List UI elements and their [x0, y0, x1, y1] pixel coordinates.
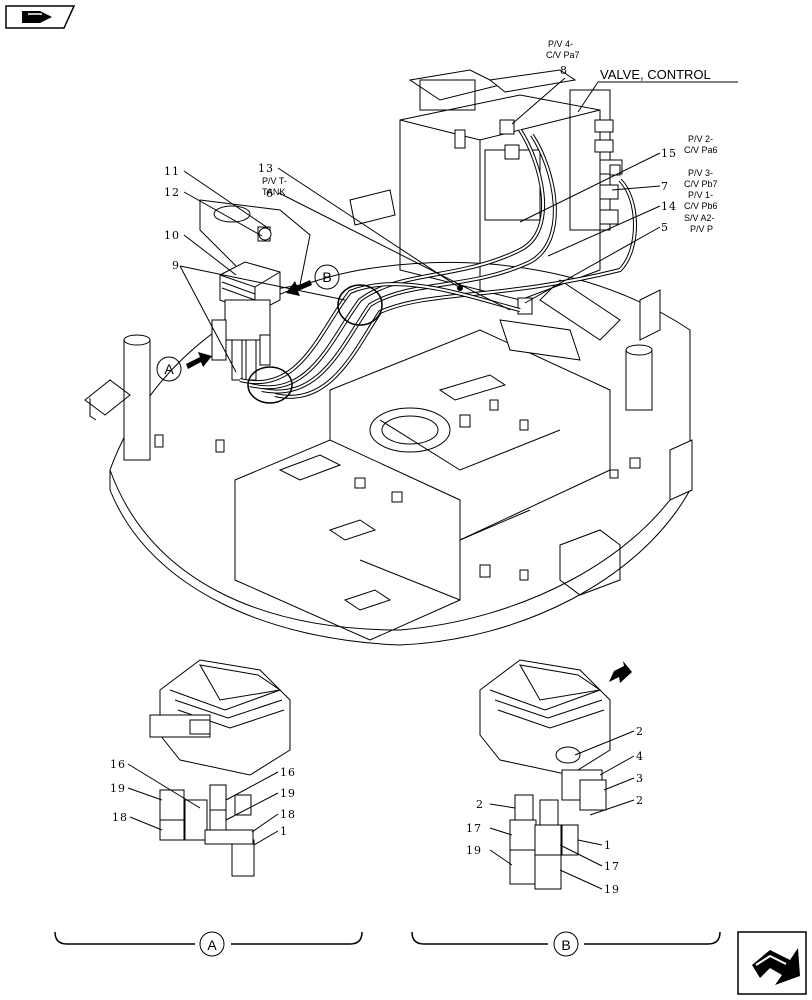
- view-direction-arrow-icon: [609, 661, 632, 683]
- port-label-pvt: P/V T- TANK: [262, 176, 287, 197]
- port-label-sva2: S/V A2- P/V P: [684, 213, 715, 234]
- svg-text:P/V 2-: P/V 2-: [688, 134, 713, 144]
- upper-frame-drawing: [84, 189, 693, 646]
- callout-12: 12: [164, 186, 180, 199]
- callouts-main: 8 15 7 14 5 13 6 11 12 10 9: [164, 64, 677, 373]
- callout-4-b: 4: [636, 750, 644, 763]
- svg-text:P/V T-: P/V T-: [262, 176, 287, 186]
- svg-text:B: B: [561, 937, 570, 953]
- port-label-pv4: P/V 4- C/V Pa7: [546, 39, 580, 60]
- callout-17-b-right: 17: [604, 860, 620, 873]
- svg-text:B: B: [322, 269, 331, 285]
- callout-10: 10: [164, 229, 180, 242]
- next-page-button[interactable]: [737, 931, 807, 995]
- detail-b-caption: B: [411, 931, 721, 957]
- callout-8: 8: [560, 64, 568, 77]
- svg-text:A: A: [164, 361, 174, 377]
- svg-text:C/V Pa6: C/V Pa6: [684, 145, 718, 155]
- callout-17-b-left: 17: [466, 822, 482, 835]
- svg-text:P/V 3-: P/V 3-: [688, 168, 713, 178]
- callout-1-b: 1: [604, 839, 612, 852]
- svg-text:S/V A2-: S/V A2-: [684, 213, 715, 223]
- svg-text:C/V Pb6: C/V Pb6: [684, 201, 718, 211]
- hand-pointing-icon: [22, 11, 52, 23]
- back-nav-button[interactable]: [5, 5, 76, 29]
- callout-18-a-right: 18: [280, 808, 296, 821]
- control-valve: [399, 69, 623, 361]
- detail-a-drawing: [149, 659, 291, 877]
- svg-text:A: A: [207, 937, 217, 953]
- callout-9: 9: [172, 259, 180, 272]
- view-b-indicator: B: [286, 264, 340, 296]
- callout-14: 14: [661, 200, 677, 213]
- callout-11: 11: [164, 165, 180, 178]
- svg-text:P/V 4-: P/V 4-: [548, 39, 573, 49]
- port-label-pv1: P/V 1- C/V Pb6: [684, 190, 718, 211]
- hose-bundle: [239, 128, 637, 404]
- svg-text:TANK: TANK: [262, 187, 285, 197]
- callout-16-a-right: 16: [280, 766, 296, 779]
- port-label-pv3: P/V 3- C/V Pb7: [684, 168, 718, 189]
- callout-19-a-left: 19: [110, 782, 126, 795]
- callout-2-b-right: 2: [636, 794, 644, 807]
- svg-text:P/V 1-: P/V 1-: [688, 190, 713, 200]
- callout-15: 15: [661, 147, 677, 160]
- detail-b-drawing: [479, 659, 632, 890]
- detail-a-caption: A: [54, 931, 363, 957]
- view-a-indicator: A: [156, 352, 212, 382]
- callout-19-a-right: 19: [280, 787, 296, 800]
- svg-text:P/V P: P/V P: [690, 224, 713, 234]
- callout-1-a: 1: [280, 825, 288, 838]
- callout-13: 13: [258, 162, 274, 175]
- callout-16-a-left: 16: [110, 758, 126, 771]
- callout-7: 7: [661, 180, 669, 193]
- callout-6: 6: [266, 187, 274, 200]
- callout-19-b-right: 19: [604, 883, 620, 896]
- callout-2-b-left: 2: [476, 798, 484, 811]
- callouts-detail-a: 16 19 18 16 19 18 1: [110, 758, 296, 846]
- pilot-valve: [211, 226, 281, 381]
- callout-19-b-left: 19: [466, 844, 482, 857]
- callout-2-b-top: 2: [636, 725, 644, 738]
- next-page-arrow-icon: [752, 948, 800, 985]
- callout-18-a-left: 18: [112, 811, 128, 824]
- callout-3-b: 3: [636, 772, 644, 785]
- callouts-detail-b: 2 4 3 2 1 17 19 2 17 19: [466, 725, 644, 896]
- valve-fittings: [499, 119, 623, 225]
- callout-5: 5: [661, 221, 669, 234]
- svg-text:C/V Pb7: C/V Pb7: [684, 179, 718, 189]
- valve-control-title: VALVE, CONTROL: [600, 67, 711, 82]
- svg-text:C/V Pa7: C/V Pa7: [546, 50, 580, 60]
- port-label-pv2: P/V 2- C/V Pa6: [684, 134, 718, 155]
